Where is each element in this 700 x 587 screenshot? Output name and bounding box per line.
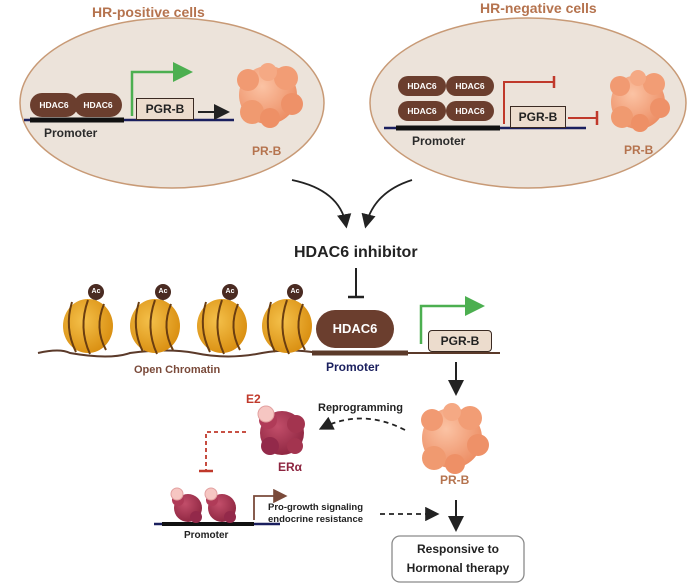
acetyl-mark-4: Ac [287, 284, 303, 300]
right-pr-b-protein [610, 70, 670, 132]
reprogramming-label: Reprogramming [318, 402, 403, 414]
result-line-2: Hormonal therapy [406, 561, 510, 575]
right-hdac6-2: HDAC6 [446, 76, 494, 96]
right-pr-b-label: PR-B [624, 143, 654, 157]
chromatin-promoter-label: Promoter [326, 360, 380, 374]
hdac6-inhibitor-label: HDAC6 inhibitor [294, 244, 418, 261]
chromatin-activation-arrow [419, 296, 485, 344]
left-pr-b-label: PR-B [252, 144, 282, 158]
right-pgr-b-gene: PGR-B [510, 106, 566, 128]
er-alpha-label: ERα [278, 460, 303, 474]
chromatin-pgr-b-gene: PGR-B [428, 330, 492, 352]
bottom-transcription-arrow [253, 488, 288, 520]
signaling-line-1: Pro-growth signaling [268, 502, 363, 513]
chromatin-dna [37, 349, 319, 358]
right-hdac6-4: HDAC6 [446, 101, 494, 121]
e2-label: E2 [246, 392, 261, 406]
right-hdac6-1: HDAC6 [398, 76, 446, 96]
nucleosome-4 [262, 296, 312, 355]
bottom-e2-ligand-2 [204, 487, 218, 501]
right-promoter-label: Promoter [412, 134, 466, 148]
middle-pr-b-protein [421, 403, 489, 474]
middle-pr-b-label: PR-B [440, 473, 470, 487]
right-converge-arrow [361, 179, 413, 229]
left-pr-b-protein [237, 63, 303, 128]
left-promoter-label: Promoter [44, 126, 98, 140]
hr-positive-title: HR-positive cells [92, 4, 205, 20]
right-blocked-arrow [503, 81, 553, 124]
nucleosome-1 [63, 296, 113, 355]
left-pgr-b-gene: PGR-B [136, 98, 194, 120]
nucleosome-3 [197, 296, 247, 355]
result-box [391, 535, 525, 583]
hr-negative-cell [369, 17, 687, 189]
acetyl-mark-1: Ac [88, 284, 104, 300]
open-chromatin-label: Open Chromatin [134, 364, 221, 376]
left-activation-arrow [130, 62, 193, 116]
result-line-1: Responsive to [416, 542, 500, 556]
nucleosome-2 [130, 296, 180, 355]
acetyl-mark-3: Ac [222, 284, 238, 300]
acetyl-mark-2: Ac [155, 284, 171, 300]
left-hdac6-1: HDAC6 [30, 93, 78, 117]
chromatin-hdac6: HDAC6 [316, 310, 394, 348]
bottom-promoter-label: Promoter [184, 530, 229, 541]
signaling-line-2: endocrine resistance [268, 514, 364, 525]
bottom-e2-ligand-1 [170, 487, 184, 501]
reprogramming-arrow [318, 416, 406, 431]
right-hdac6-3: HDAC6 [398, 101, 446, 121]
left-hdac6-2: HDAC6 [74, 93, 122, 117]
e2-ligand [257, 405, 275, 423]
left-converge-arrow [291, 179, 352, 229]
er-repression-line [205, 431, 246, 470]
hr-negative-title: HR-negative cells [480, 0, 597, 16]
